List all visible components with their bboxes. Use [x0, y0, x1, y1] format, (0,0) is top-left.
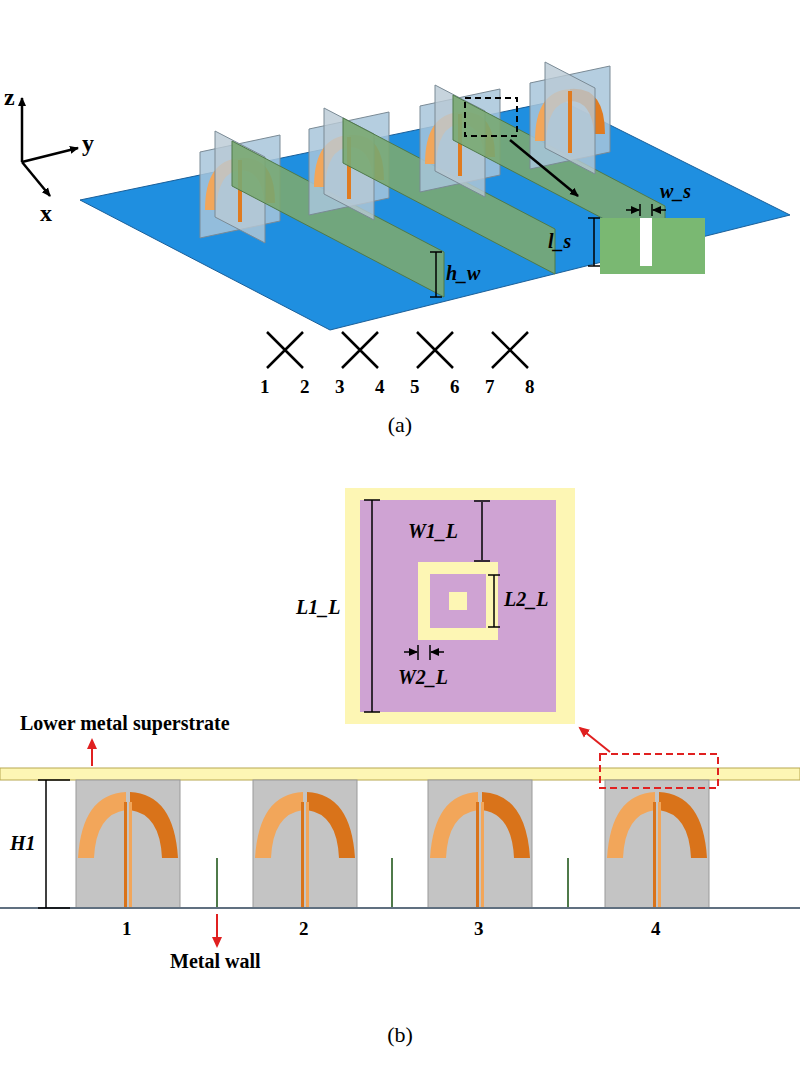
- dimension-tick: [430, 296, 442, 298]
- dimension-tick: [651, 204, 653, 216]
- dimension-label: w_s: [660, 180, 691, 203]
- dimension-label: H1: [10, 832, 36, 855]
- dipole-side-view: [76, 780, 180, 908]
- dimension-tick: [474, 560, 490, 562]
- element-number: 3: [474, 918, 484, 940]
- z-axis: [21, 98, 24, 162]
- dimension-tick: [488, 626, 500, 628]
- dimension-line: [593, 218, 595, 266]
- dimension-arrow: [626, 209, 639, 211]
- dimension-line: [371, 500, 373, 712]
- wall-inset: [600, 218, 705, 274]
- dipole-side-view: [428, 780, 532, 908]
- dimension-label: W1_L: [408, 520, 458, 543]
- lower-metal-superstrate: [0, 768, 800, 780]
- dimension-tick: [588, 265, 600, 267]
- detail-arrow: [510, 140, 578, 196]
- port-number: 7: [485, 376, 495, 398]
- dipole-side-view: [605, 780, 709, 908]
- port-number: 2: [300, 376, 310, 398]
- center-slot: [449, 592, 467, 610]
- port-cross: [417, 332, 453, 368]
- axis-label: z: [4, 84, 15, 111]
- detail-box: [600, 754, 718, 788]
- ground-line: [0, 907, 800, 909]
- port-cross: [492, 332, 528, 368]
- part-label: Metal wall: [170, 950, 261, 973]
- x-axis: [22, 162, 50, 196]
- dimension-label: W2_L: [398, 666, 448, 689]
- element-number: 1: [122, 918, 132, 940]
- port-number: 3: [335, 376, 345, 398]
- port-number: 1: [260, 376, 270, 398]
- axis-label: x: [40, 200, 52, 227]
- dipole-side-view: [253, 780, 357, 908]
- dimension-arrow: [404, 651, 417, 653]
- dimension-tick: [429, 645, 431, 660]
- subfigure-caption: (b): [387, 1022, 413, 1048]
- part-label: Lower metal superstrate: [20, 712, 230, 735]
- dimension-tick: [588, 217, 600, 219]
- leader-arrow: [91, 740, 93, 766]
- element-number: 2: [299, 918, 309, 940]
- dimension-tick: [364, 711, 380, 713]
- dimension-tick: [38, 907, 70, 909]
- unit-cell-substrate: [345, 488, 575, 724]
- dimension-label: L1_L: [296, 596, 340, 619]
- inner-patch: [430, 574, 486, 628]
- slot: [640, 218, 652, 266]
- metal-wall: [567, 858, 569, 908]
- dimension-line: [435, 252, 437, 297]
- outer-patch: [360, 500, 556, 712]
- dimension-tick: [430, 251, 442, 253]
- ring-slot: [418, 562, 498, 640]
- dimension-line: [493, 575, 495, 627]
- dimension-tick: [417, 645, 419, 660]
- dimension-arrow: [431, 651, 444, 653]
- dimension-tick: [639, 204, 641, 216]
- element-number: 4: [651, 918, 661, 940]
- dimension-label: h_w: [446, 262, 480, 285]
- dimension-label: L2_L: [504, 588, 548, 611]
- port-number: 6: [450, 376, 460, 398]
- dimension-tick: [364, 499, 380, 501]
- port-cross: [342, 332, 378, 368]
- metal-wall: [216, 858, 218, 908]
- subfigure-caption: (a): [388, 412, 412, 438]
- leader-arrow: [216, 914, 218, 946]
- port-number: 5: [410, 376, 420, 398]
- dimension-arrow: [653, 209, 666, 211]
- port-cross: [267, 332, 303, 368]
- dimension-tick: [38, 779, 70, 781]
- y-axis: [22, 148, 78, 162]
- detail-box: [465, 98, 517, 136]
- dimension-line: [45, 780, 47, 908]
- dipole-element: [530, 62, 610, 174]
- dimension-line: [481, 502, 483, 560]
- detail-arrow: [580, 728, 610, 752]
- dimension-tick: [488, 574, 500, 576]
- metal-wall: [391, 858, 393, 908]
- port-number: 8: [525, 376, 535, 398]
- axis-label: y: [82, 130, 94, 157]
- dimension-tick: [474, 500, 490, 502]
- port-number: 4: [375, 376, 385, 398]
- dimension-label: l_s: [548, 230, 571, 253]
